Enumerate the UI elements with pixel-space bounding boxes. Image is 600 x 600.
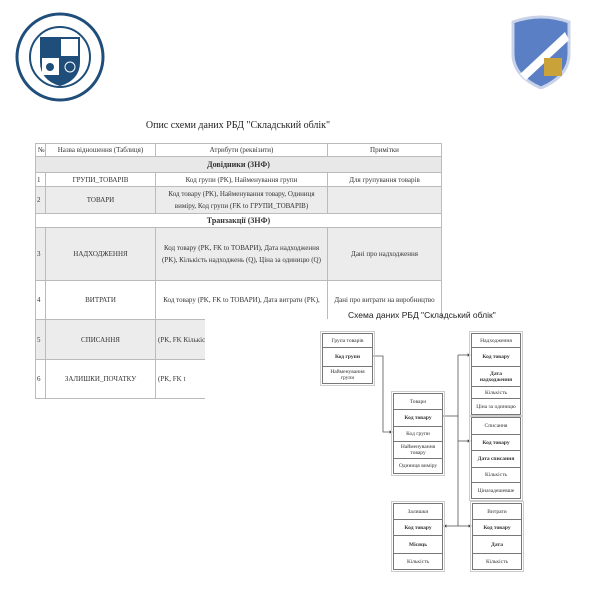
entity-field: Дата [473, 535, 521, 553]
entity-field: Найменування товару [394, 441, 442, 458]
entity-title: Списання [484, 423, 508, 429]
entity-field: Кількість [473, 553, 521, 569]
entity-field: Код групи [323, 347, 372, 366]
document-title: Опис схеми даних РБД "Складський облік" [145, 120, 331, 131]
entity-field: Код товару [472, 347, 520, 366]
entity-expenses: Витрати Код товару Дата Кількість [470, 501, 524, 572]
diagram-title: Схема даних РБД "Складський облік" [348, 310, 496, 320]
entity-field: Кількість [472, 386, 520, 398]
section-reference: Довідники (3НФ) [35, 156, 442, 173]
entity-field: Найменування групи [323, 366, 372, 383]
table-header: № Назва відношення (Таблиця) Атрибути (р… [35, 143, 442, 157]
cell: ЗАЛИШКИ_ПОЧАТКУ [45, 359, 156, 399]
cell: СПИСАННЯ [45, 319, 156, 360]
cell: НАДХОДЖЕННЯ [45, 227, 156, 281]
entity-field: Ціназадешевше [472, 482, 520, 498]
entity-field: Код товару [473, 519, 521, 535]
entity-field: Код товару [394, 519, 442, 535]
cell: Код товару (PK, FK to ТОВАРИ), Дата надх… [155, 227, 328, 281]
cell: Дані про надходження [327, 227, 442, 281]
university-logo [15, 12, 105, 102]
entity-field: Ціна за одиницю [472, 398, 520, 414]
entity-title: Група товарів [331, 337, 364, 344]
entity-balances: Залишки Код товару Місяць Кількість [391, 501, 445, 572]
entity-receipts: Надходження Код товару Дата надходження … [469, 331, 523, 417]
entity-field: Дата надходження [472, 366, 520, 386]
entity-field: Місяць [394, 535, 442, 553]
entity-field: Кількість [394, 553, 442, 569]
entity-title: Надходження [480, 337, 512, 344]
entity-title: Залишки [407, 508, 429, 515]
entity-title: Товари [409, 398, 427, 405]
entity-title: Витрати [487, 508, 507, 515]
cell: ТОВАРИ [45, 186, 156, 214]
entity-field: Одиниця виміру [394, 458, 442, 473]
entity-field: Код товару [472, 434, 520, 450]
cell [327, 186, 442, 214]
entity-field: Дата списання [472, 450, 520, 467]
cell: ВИТРАТИ [45, 280, 156, 320]
entity-field: Код товару [394, 409, 442, 426]
entity-field: Код групи [394, 426, 442, 441]
entity-writeoff: Списання Код товару Дата списання Кількі… [469, 415, 523, 501]
entity-groups: Група товарів Код групи Найменування гру… [320, 331, 375, 386]
it-business-logo [511, 15, 571, 89]
entity-goods: Товари Код товару Код групи Найменування… [391, 391, 445, 476]
entity-field: Кількість [472, 467, 520, 482]
section-transactions: Транзакції (3НФ) [35, 213, 442, 228]
cell: Дані про витрати на виробництво [327, 280, 442, 320]
cell: Код товару (PK), Найменування товару, Од… [155, 186, 328, 214]
